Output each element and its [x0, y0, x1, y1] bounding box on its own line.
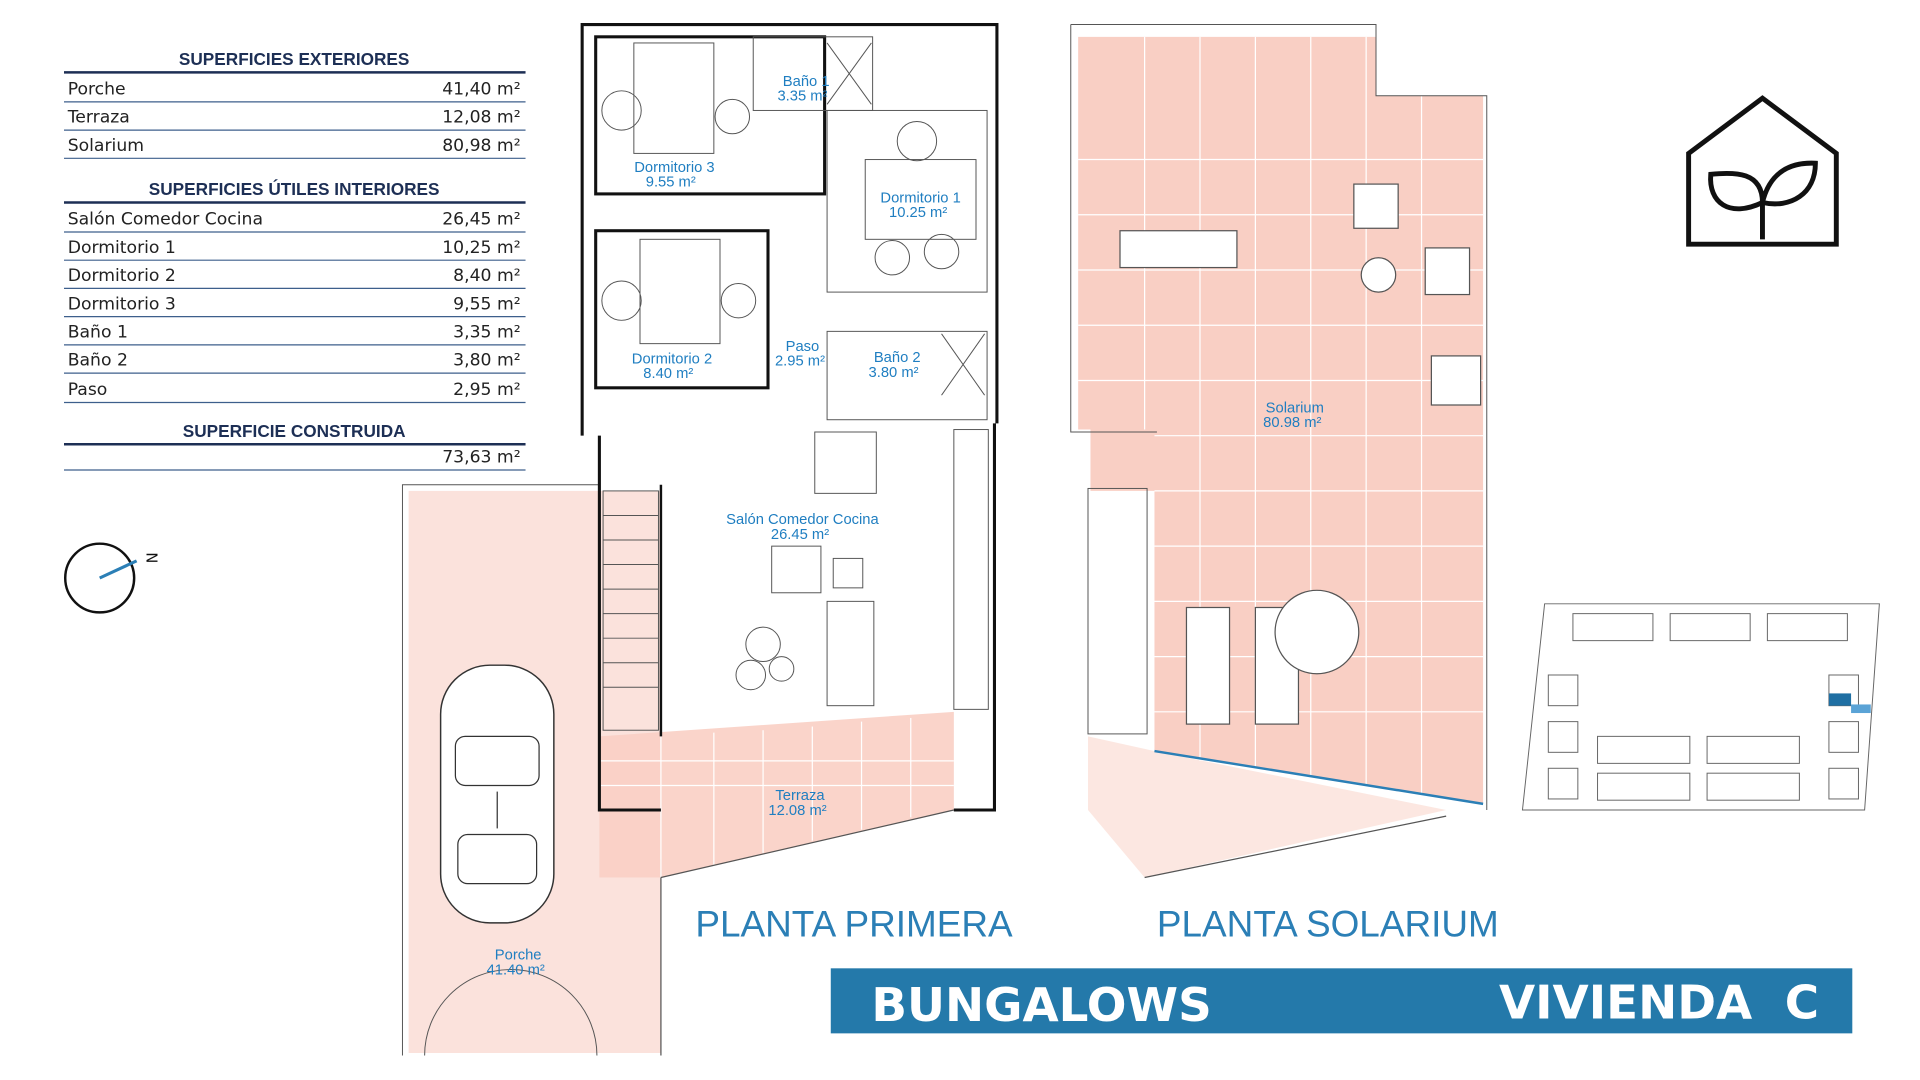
table-row: Baño 1 3,35 m² — [68, 323, 521, 343]
row-value: 26,45 m² — [442, 210, 520, 230]
floor-plan-solarium: Solarium 80.98 m² — [1070, 24, 1488, 879]
room-label: Baño 2 — [874, 350, 921, 366]
room-area: 10.25 m² — [889, 205, 947, 221]
room-area: 8.40 m² — [643, 366, 693, 382]
banner-project: BUNGALOWS — [871, 979, 1211, 1033]
construida-value: 73,63 m² — [442, 448, 520, 468]
row-label: Paso — [68, 380, 108, 400]
table-row: Porche 41,40 m² — [68, 80, 521, 100]
table-row: Dormitorio 2 8,40 m² — [68, 266, 521, 286]
table-heading-construida: SUPERFICIE CONSTRUIDA — [183, 421, 406, 441]
table-row: Salón Comedor Cocina 26,45 m² — [68, 210, 521, 230]
row-value: 80,98 m² — [442, 136, 520, 156]
row-value: 3,35 m² — [453, 323, 520, 343]
row-value: 2,95 m² — [453, 380, 520, 400]
table-row: Terraza 12,08 m² — [67, 108, 521, 128]
plan-title-primera: PLANTA PRIMERA — [695, 903, 1013, 944]
row-label: Terraza — [67, 108, 130, 128]
room-label: Salón Comedor Cocina — [726, 512, 879, 528]
room-area: 12.08 m² — [768, 803, 826, 819]
table-row: Dormitorio 3 9,55 m² — [68, 294, 521, 314]
row-value: 9,55 m² — [453, 294, 520, 314]
title-banner: BUNGALOWS VIVIENDA C — [830, 968, 1853, 1034]
row-label: Solarium — [68, 136, 144, 156]
compass-label: N — [145, 552, 162, 563]
room-area: 9.55 m² — [646, 175, 696, 191]
table-row: Baño 2 3,80 m² — [68, 351, 521, 371]
row-value: 8,40 m² — [453, 266, 520, 286]
table-row: Paso 2,95 m² — [68, 380, 521, 400]
room-label: Dormitorio 1 — [880, 191, 960, 207]
table-heading-exteriores: SUPERFICIES EXTERIORES — [179, 49, 409, 69]
row-value: 41,40 m² — [442, 80, 520, 100]
room-area: 2.95 m² — [775, 354, 825, 370]
eco-house-icon — [1686, 95, 1839, 247]
row-value: 3,80 m² — [453, 351, 520, 371]
row-label: Porche — [68, 80, 126, 100]
room-label: Paso — [786, 339, 820, 355]
row-label: Baño 2 — [68, 351, 128, 371]
banner-unit: VIVIENDA C — [1499, 977, 1819, 1031]
solarium-tiles — [1078, 36, 1484, 801]
room-label: Dormitorio 2 — [632, 351, 712, 367]
row-label: Dormitorio 1 — [68, 238, 176, 258]
row-label: Baño 1 — [68, 323, 128, 343]
floor-plan-primera: Dormitorio 3 9.55 m² Baño 1 3.35 m² Dorm… — [580, 23, 999, 879]
row-label: Dormitorio 3 — [68, 294, 176, 314]
car-icon — [439, 664, 555, 924]
terrace-tiles — [599, 717, 954, 878]
room-label: Dormitorio 3 — [634, 160, 714, 176]
plan-title-solarium: PLANTA SOLARIUM — [1157, 903, 1499, 944]
row-label: Salón Comedor Cocina — [68, 210, 263, 230]
room-area: 3.35 m² — [777, 89, 827, 105]
room-label: Porche — [495, 948, 542, 964]
porche-area: Porche 41.40 m² — [401, 484, 662, 1056]
row-label: Dormitorio 2 — [68, 266, 176, 286]
table-row: Dormitorio 1 10,25 m² — [68, 238, 521, 258]
room-area: 26.45 m² — [771, 527, 829, 543]
room-label: Baño 1 — [783, 74, 830, 90]
area-table: SUPERFICIES EXTERIORES Porche 41,40 m² Te… — [64, 49, 526, 471]
row-value: 12,08 m² — [442, 108, 520, 128]
room-label: Terraza — [775, 788, 825, 804]
stairs — [602, 484, 663, 737]
unit-highlight — [1828, 693, 1852, 706]
parasol-icon — [1274, 589, 1360, 675]
table-heading-interiores: SUPERFICIES ÚTILES INTERIORES — [149, 179, 440, 199]
north-compass-icon: N — [63, 542, 162, 614]
room-area: 41.40 m² — [487, 962, 545, 978]
site-plan-map — [1521, 603, 1880, 811]
room-area: 80.98 m² — [1263, 415, 1321, 431]
row-value: 10,25 m² — [442, 238, 520, 258]
table-row: Solarium 80,98 m² — [68, 136, 521, 156]
room-area: 3.80 m² — [869, 365, 919, 381]
room-label: Solarium — [1266, 400, 1324, 416]
